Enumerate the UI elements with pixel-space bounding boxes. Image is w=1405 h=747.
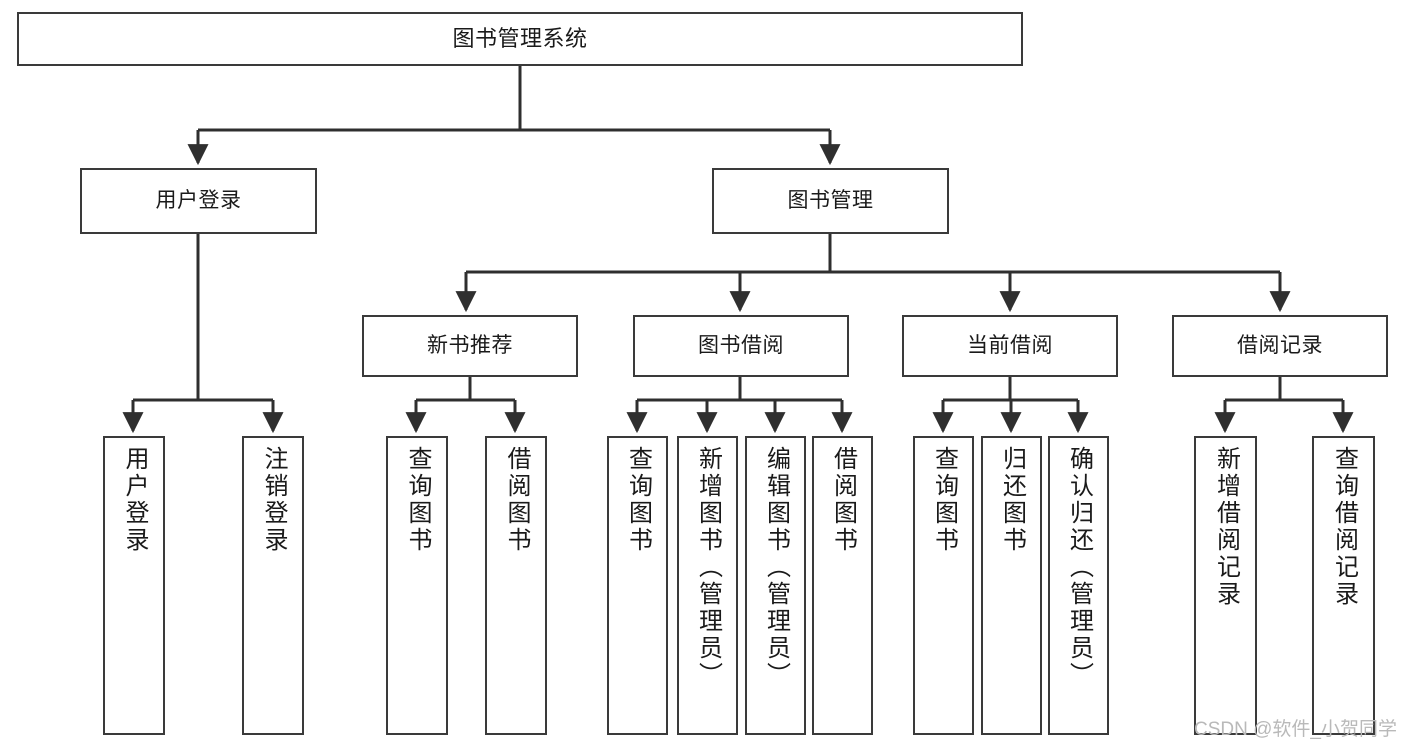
node-book-manage[interactable]: 图书管理: [712, 168, 949, 234]
node-label: 借阅图书: [829, 446, 857, 554]
node-label: 借阅记录: [1237, 333, 1323, 357]
leaf-borrow-book-new-rec[interactable]: 借阅图书: [485, 436, 547, 735]
node-label: 图书管理: [787, 188, 874, 212]
leaf-borrow-book-borrow[interactable]: 借阅图书: [812, 436, 873, 735]
node-new-book-recommend[interactable]: 新书推荐: [362, 315, 578, 377]
node-borrow-record[interactable]: 借阅记录: [1172, 315, 1388, 377]
node-root-system[interactable]: 图书管理系统: [17, 12, 1023, 66]
node-label: 图书管理系统: [452, 26, 588, 52]
node-label: 查询借阅记录: [1330, 446, 1358, 608]
leaf-query-book-borrow[interactable]: 查询图书: [607, 436, 668, 735]
csdn-watermark: CSDN @软件_小贺同学: [1194, 719, 1397, 740]
node-label: 新增借阅记录: [1212, 446, 1240, 608]
leaf-edit-book-admin[interactable]: 编辑图书（管理员）: [745, 436, 806, 735]
node-label: 当前借阅: [967, 333, 1053, 357]
node-label: 新书推荐: [427, 333, 513, 357]
node-label: 确认归还（管理员）: [1065, 446, 1093, 689]
node-label: 查询图书: [624, 446, 652, 554]
leaf-user-login[interactable]: 用户登录: [103, 436, 165, 735]
node-user-login[interactable]: 用户登录: [80, 168, 317, 234]
leaf-return-book[interactable]: 归还图书: [981, 436, 1042, 735]
node-label: 查询图书: [930, 446, 958, 554]
node-label: 注销登录: [260, 446, 287, 554]
leaf-add-borrow-record[interactable]: 新增借阅记录: [1194, 436, 1257, 735]
node-label: 归还图书: [998, 446, 1026, 554]
leaf-confirm-return-admin[interactable]: 确认归还（管理员）: [1048, 436, 1109, 735]
leaf-query-borrow-record[interactable]: 查询借阅记录: [1312, 436, 1375, 735]
node-label: 查询图书: [404, 446, 431, 554]
leaf-add-book-admin[interactable]: 新增图书（管理员）: [677, 436, 738, 735]
node-label: 编辑图书（管理员）: [762, 446, 790, 689]
leaf-logout-login[interactable]: 注销登录: [242, 436, 304, 735]
node-book-borrow[interactable]: 图书借阅: [633, 315, 849, 377]
node-label: 用户登录: [155, 188, 242, 212]
node-label: 用户登录: [121, 446, 148, 554]
node-label: 图书借阅: [698, 333, 784, 357]
node-label: 新增图书（管理员）: [694, 446, 722, 689]
leaf-query-book-current[interactable]: 查询图书: [913, 436, 974, 735]
node-current-borrow[interactable]: 当前借阅: [902, 315, 1118, 377]
node-label: 借阅图书: [503, 446, 530, 554]
leaf-query-book-new-rec[interactable]: 查询图书: [386, 436, 448, 735]
